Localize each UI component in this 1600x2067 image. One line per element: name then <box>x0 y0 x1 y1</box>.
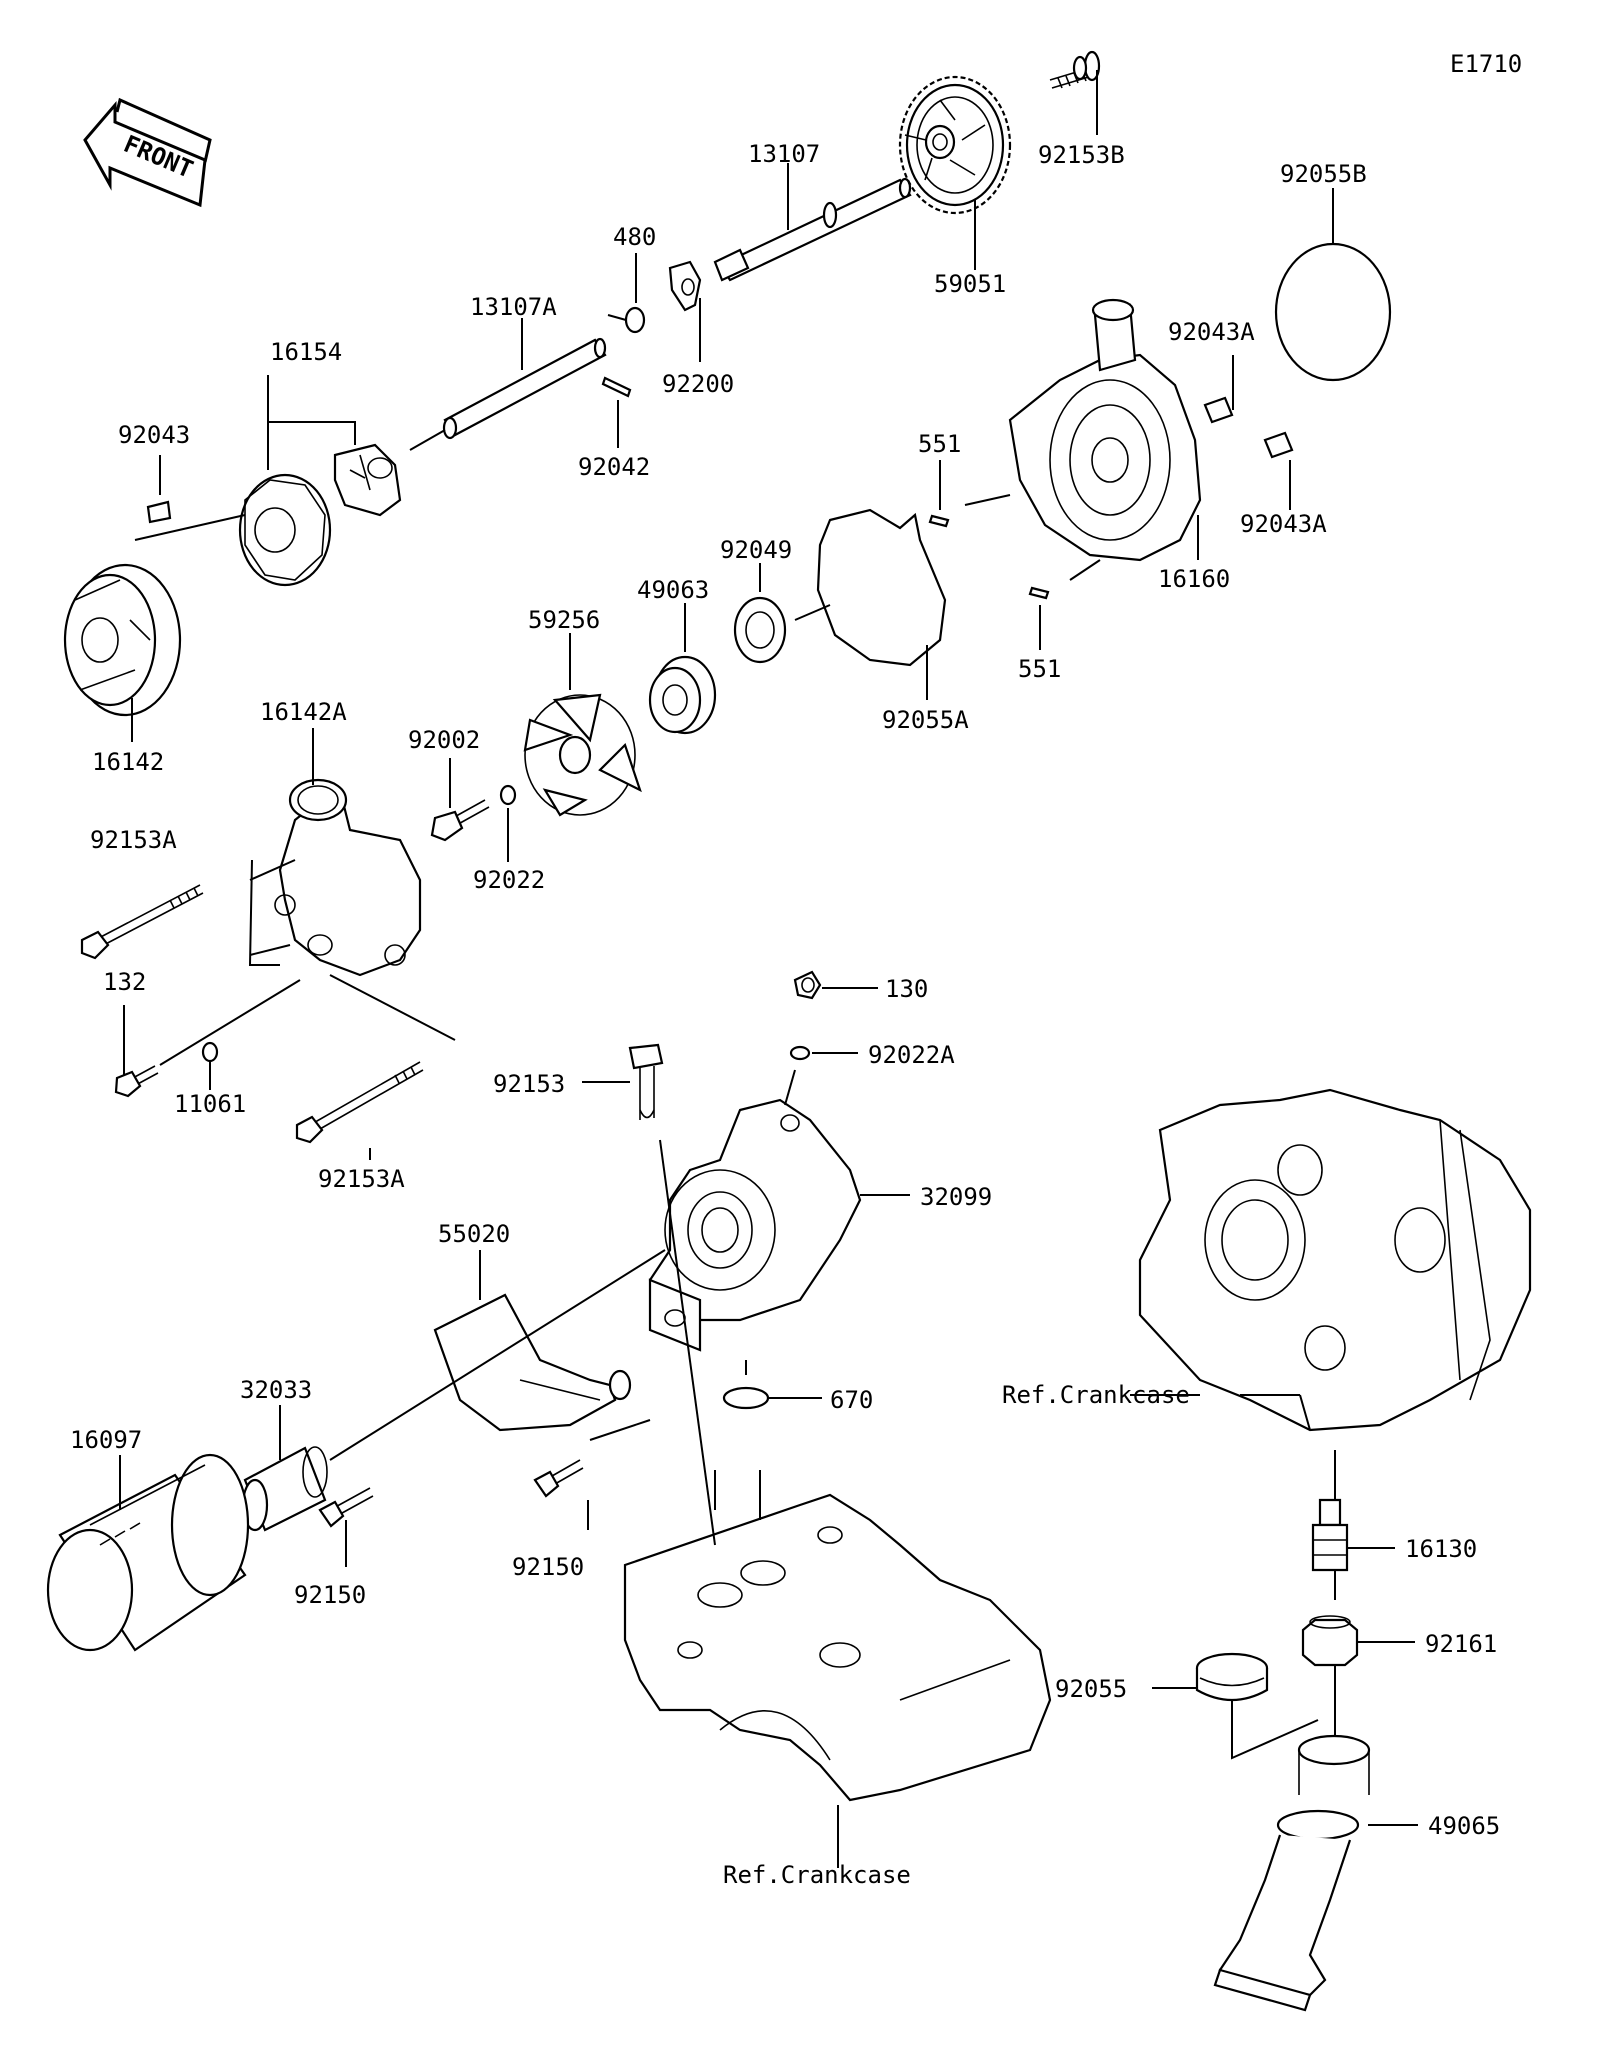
crankcase-upper <box>1138 1088 1532 1432</box>
label-92161: 92161 <box>1425 1630 1497 1658</box>
label-92022: 92022 <box>473 866 545 894</box>
cover-16142 <box>63 563 182 717</box>
label-13107: 13107 <box>748 140 820 168</box>
label-92022A: 92022A <box>868 1041 955 1069</box>
rotor-outer <box>238 473 332 587</box>
label-16154: 16154 <box>270 338 342 366</box>
label-92150-2: 92150 <box>512 1553 584 1581</box>
label-92043A-1: 92043A <box>1168 318 1255 346</box>
label-92055A: 92055A <box>882 706 969 734</box>
label-59256: 59256 <box>528 606 600 634</box>
oring-92055B <box>1274 242 1392 382</box>
label-92150-1: 92150 <box>294 1581 366 1609</box>
label-16130: 16130 <box>1405 1535 1477 1563</box>
crankcase-lower <box>623 1493 1052 1802</box>
gasket-92055A <box>816 508 947 667</box>
part-labels: 92153B 13107 480 92055B 13107A 59051 161… <box>70 140 1500 1889</box>
gear-59051 <box>898 75 1012 215</box>
washer-92022 <box>499 784 517 806</box>
oring-670 <box>722 1386 770 1410</box>
label-130: 130 <box>885 975 928 1003</box>
pump-32099 <box>648 1098 862 1352</box>
label-16160: 16160 <box>1158 565 1230 593</box>
label-92153B: 92153B <box>1038 141 1125 169</box>
label-480: 480 <box>613 223 656 251</box>
screen-55020 <box>433 1293 632 1432</box>
fitting-16130 <box>1311 1498 1349 1572</box>
label-92002: 92002 <box>408 726 480 754</box>
diagram-code: E1710 <box>1450 50 1522 78</box>
label-92055: 92055 <box>1055 1675 1127 1703</box>
label-92200: 92200 <box>662 370 734 398</box>
label-16097: 16097 <box>70 1426 142 1454</box>
bolt-92153A-1 <box>80 884 204 960</box>
bolt-92002 <box>430 799 490 842</box>
pin-551-1 <box>928 514 950 528</box>
seal-92055 <box>1195 1652 1269 1701</box>
bolt-92153 <box>628 1043 664 1120</box>
leader-lines <box>119 70 1418 1868</box>
bolt-92150-1 <box>318 1487 374 1528</box>
washer-92022A <box>789 1045 811 1061</box>
label-32033: 32033 <box>240 1376 312 1404</box>
label-32099: 32099 <box>920 1183 992 1211</box>
label-11061: 11061 <box>174 1090 246 1118</box>
dowel-92043A-2 <box>1263 431 1294 459</box>
bolt-92150-2 <box>533 1459 584 1498</box>
pin-92042 <box>601 376 632 398</box>
plate-92200 <box>668 260 702 312</box>
cover-16142A <box>274 778 422 977</box>
label-49065: 49065 <box>1428 1812 1500 1840</box>
seal-49063 <box>648 655 717 735</box>
pump-body-16160 <box>1008 298 1202 562</box>
label-551-1: 551 <box>918 430 961 458</box>
circlip-480 <box>624 306 646 334</box>
label-92043A-2: 92043A <box>1240 510 1327 538</box>
bolt-92153B <box>1049 50 1101 89</box>
pipe-32033 <box>241 1446 328 1532</box>
label-92055B: 92055B <box>1280 160 1367 188</box>
bolt-132 <box>114 1065 159 1098</box>
front-arrow-icon: FRONT <box>83 97 212 208</box>
ref-crankcase-upper: Ref.Crankcase <box>1002 1381 1190 1409</box>
label-92049: 92049 <box>720 536 792 564</box>
label-92042: 92042 <box>578 453 650 481</box>
label-13107A: 13107A <box>470 293 557 321</box>
bolt-130 <box>793 970 822 1000</box>
dowel-92043A-1 <box>1203 396 1234 424</box>
label-16142A: 16142A <box>260 698 347 726</box>
shaft-13107A <box>442 337 607 440</box>
label-92153: 92153 <box>493 1070 565 1098</box>
label-132: 132 <box>103 968 146 996</box>
strainer-49065 <box>1213 1734 1371 2012</box>
filter-16097 <box>46 1453 250 1652</box>
ref-crankcase-lower: Ref.Crankcase <box>723 1861 911 1889</box>
label-92153A-2: 92153A <box>318 1165 405 1193</box>
seal-92049 <box>733 596 787 664</box>
pin-551-2 <box>1028 586 1050 600</box>
label-16142: 16142 <box>92 748 164 776</box>
nut-92161 <box>1301 1615 1359 1667</box>
label-92043: 92043 <box>118 421 190 449</box>
label-55020: 55020 <box>438 1220 510 1248</box>
label-59051: 59051 <box>934 270 1006 298</box>
impeller-59256 <box>523 693 642 817</box>
dowel-92043 <box>146 500 172 524</box>
label-670: 670 <box>830 1386 873 1414</box>
label-551-2: 551 <box>1018 655 1061 683</box>
bolt-92153A-2 <box>295 1061 424 1144</box>
label-92153A-1: 92153A <box>90 826 177 854</box>
shaft-13107 <box>713 177 912 282</box>
washer-11061 <box>201 1041 219 1063</box>
label-49063: 49063 <box>637 576 709 604</box>
rotor-16154 <box>333 443 402 517</box>
